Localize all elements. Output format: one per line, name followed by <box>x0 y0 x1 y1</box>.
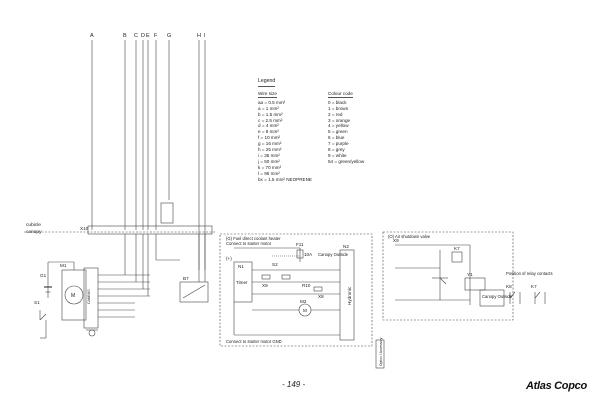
canopy-outside-air: Canopy Outside <box>482 294 513 299</box>
wire-size-item: g = 16 mm² <box>258 141 282 147</box>
colour-code-item: 9 = white <box>328 152 347 158</box>
fuel-heater-box <box>219 233 373 347</box>
label-canbus: CANBUS <box>87 289 91 304</box>
fuel-heater-sub: Connect to starter motor <box>226 241 272 246</box>
bus-label-c: C <box>134 33 138 39</box>
label-motor-m1: M <box>71 293 75 299</box>
wire-size-item: c = 2.5 mm² <box>258 117 283 123</box>
label-timer: Timer <box>236 280 248 285</box>
air-shutdown-box <box>382 231 514 321</box>
bus-label-f: F <box>154 33 158 39</box>
wire-size-item: e = 6 mm² <box>258 129 279 135</box>
legend-title: Legend <box>258 78 276 87</box>
label-canopy: canopy <box>26 230 42 235</box>
fuse-holder <box>160 202 174 224</box>
fuel-heater-title: (G) Fuel direct coolant heater <box>226 236 281 241</box>
colour-code-item: 4 = yellow <box>328 123 349 129</box>
colour-code-item: 7 = purple <box>328 141 349 147</box>
option-label-box <box>375 339 385 369</box>
label-k8: K8 <box>506 284 512 289</box>
solenoid-y1 <box>464 277 486 291</box>
colour-code-item: 8 = grey <box>328 147 345 153</box>
label-n2: N2 <box>343 244 349 249</box>
label-g1: G1 <box>40 273 47 278</box>
fuse-f11 <box>296 249 304 259</box>
wire-size-item: a = 1 mm² <box>258 105 279 111</box>
colour-code-item: 2 = red <box>328 111 343 117</box>
wire-size-item: aa = 0.5 mm² <box>258 99 286 105</box>
sensor-b7 <box>179 281 209 303</box>
label-r10: R10 <box>302 283 311 288</box>
label-fuse-value: 10A <box>304 252 313 257</box>
colour-code-item: 1 = brown <box>328 105 349 111</box>
wire-size-item: f = 10 mm² <box>258 135 281 141</box>
colour-code-item: 3 = orange <box>328 117 351 123</box>
bus-label-i: I <box>204 33 206 39</box>
label-plus: (+) <box>226 256 232 261</box>
motor-m1-symbol <box>64 285 84 305</box>
wire-size-header: Wire size <box>258 90 277 98</box>
label-k7: K7 <box>454 246 460 251</box>
label-x9: X9 <box>262 283 268 288</box>
air-shutdown-title: (O) Air shutdown valve <box>388 234 431 239</box>
colour-code-item: 54 = green/yellow <box>328 158 365 164</box>
bus-label-a: A <box>90 33 94 39</box>
brand-logo: Atlas Copco <box>526 380 587 392</box>
wire-size-item: h = 25 mm² <box>258 147 282 153</box>
wire-size-column: Wire size aa = 0.5 mm² a = 1 mm² b = 1.5… <box>258 91 328 183</box>
label-n1: N1 <box>238 264 244 269</box>
label-k7-contact: K7 <box>531 284 537 289</box>
label-s2: S2 <box>272 262 278 267</box>
bus-label-e: E <box>146 33 150 39</box>
colour-code-header: Colour code <box>328 90 353 98</box>
canopy-outside-fuel: Canopy Outside <box>318 252 349 257</box>
label-m2: M2 <box>300 299 307 304</box>
label-f11: F11 <box>296 242 304 247</box>
label-y1: Y1 <box>467 272 473 277</box>
label-cubicle: cubicle <box>26 223 41 228</box>
wire-size-item: b = 1.5 mm² <box>258 111 283 117</box>
wire-size-item: j = 50 mm² <box>258 158 280 164</box>
label-motor-m2: M <box>303 308 307 313</box>
wire-size-item: i = 35 mm² <box>258 152 280 158</box>
legend: Legend Wire size aa = 0.5 mm² a = 1 mm² … <box>258 78 398 183</box>
wire-size-item: k = 70 mm² <box>258 164 282 170</box>
colour-code-item: 0 = black <box>328 99 347 105</box>
wire-size-item: l = 95 mm² <box>258 170 280 176</box>
wire-size-item: bx = 1.5 mm² NEOPRENE <box>258 176 312 182</box>
bus-label-h: H <box>197 33 201 39</box>
terminal-strip-x10 <box>87 225 213 235</box>
canopy-outside-box <box>479 289 505 307</box>
bus-label-b: B <box>123 33 127 39</box>
colour-code-column: Colour code 0 = black 1 = brown 2 = red … <box>328 91 398 183</box>
bus-label-g: G <box>167 33 171 39</box>
fuel-heater-bottom: Connect to starter motor GND <box>226 339 282 344</box>
relay-k7 <box>451 251 463 263</box>
hydronic-heater <box>339 249 355 341</box>
label-x10: X10 <box>80 226 89 231</box>
colour-code-item: 6 = blue <box>328 135 345 141</box>
label-x9-air: X9 <box>393 238 399 243</box>
colour-code-item: 5 = green <box>328 129 348 135</box>
label-hydronic: Hydronic <box>347 286 352 305</box>
label-m1: M1 <box>60 263 67 268</box>
option-label: Option / Accessory <box>379 337 383 366</box>
page-number: - 149 - <box>282 380 306 389</box>
wire-size-item: d = 4 mm² <box>258 123 279 129</box>
label-b7: B7 <box>183 276 189 281</box>
label-x8: X8 <box>318 294 324 299</box>
bus-label-d: D <box>141 33 145 39</box>
relay-contacts-title: Position of relay contacts <box>506 271 553 276</box>
label-s1: S1 <box>34 300 40 305</box>
connector-block <box>83 267 99 329</box>
